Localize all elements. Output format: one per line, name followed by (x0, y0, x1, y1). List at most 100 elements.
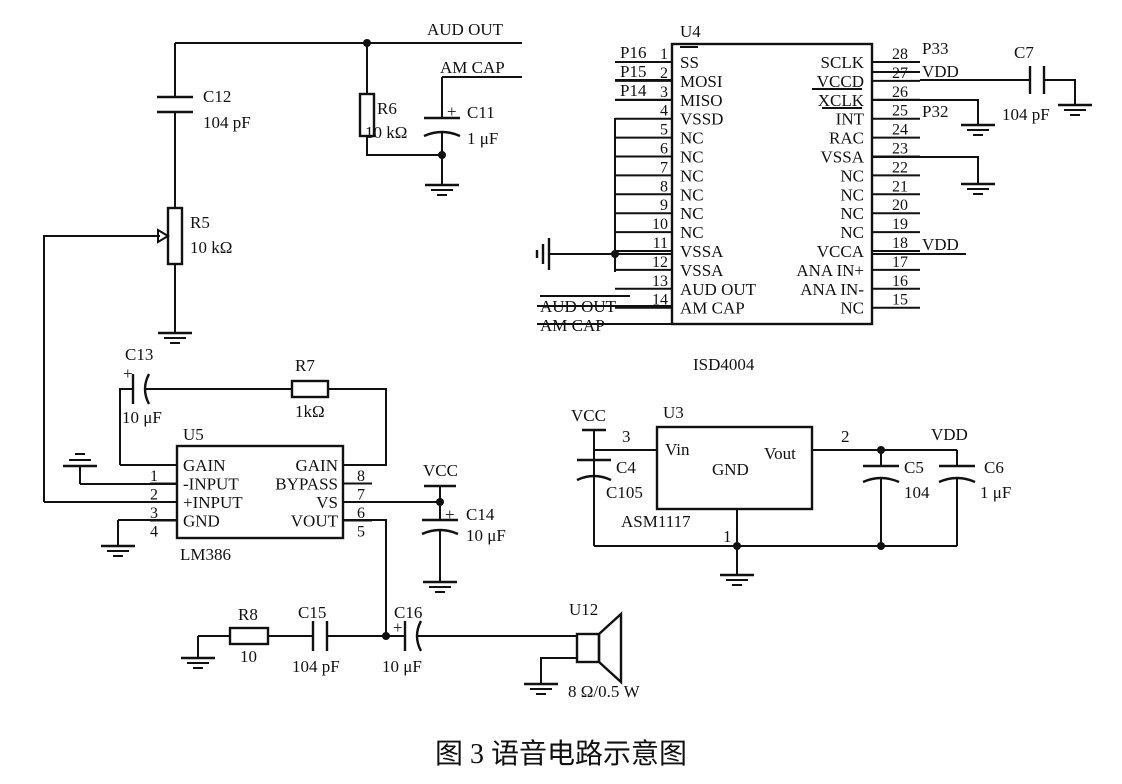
r5-value: 10 kΩ (190, 238, 232, 257)
u4-pin-name: VSSD (680, 110, 723, 129)
junction-dot (436, 498, 444, 506)
c5-value: 104 (904, 483, 930, 502)
u4-pin-number: 1 (660, 46, 668, 63)
junction-dot (877, 446, 885, 454)
r8-resistor (228, 626, 270, 646)
lm386-chip (44, 373, 623, 696)
u4-pin-name: ANA IN+ (796, 261, 864, 280)
u4-pin-name: SS (680, 53, 699, 72)
c13-ref: C13 (125, 345, 153, 364)
c5-ref: C5 (904, 458, 924, 477)
c16-ref: C16 (394, 603, 422, 622)
net-label-aud-out: AUD OUT (427, 20, 504, 39)
u3-part: ASM1117 (621, 512, 691, 531)
ground-symbol (959, 113, 997, 137)
u4-pin-name: NC (680, 185, 704, 204)
r7-resistor (290, 379, 330, 399)
c11-value: 1 μF (467, 129, 498, 148)
r5-ref: R5 (190, 213, 210, 232)
net-label-p16: P16 (620, 43, 646, 62)
u3-ref: U3 (663, 403, 684, 422)
u4-pin-name: RAC (829, 129, 864, 148)
u4-pin-name: NC (680, 148, 704, 167)
u4-pin-name: NC (680, 129, 704, 148)
net-label-p15: P15 (620, 62, 646, 81)
u4-overbars (540, 46, 862, 297)
u4-pin-number: 5 (660, 122, 668, 139)
junction-dot (733, 542, 741, 550)
u5-pin-number: 3 (150, 505, 158, 522)
u5-body (175, 444, 345, 540)
c14-polarity: + (445, 505, 455, 524)
u3-vin-label: Vin (665, 440, 690, 459)
u4-pin-name: NC (840, 223, 864, 242)
u4-part: ISD4004 (693, 355, 755, 374)
figure-caption: 图 3 语音电路示意图 (435, 738, 687, 770)
u5-pin-number: 7 (357, 487, 365, 504)
u4-pin-name: AM CAP (680, 299, 745, 318)
c7-ref: C7 (1014, 43, 1034, 62)
asm1117-regulator (576, 425, 976, 587)
net-label-p14: P14 (620, 81, 647, 100)
c4-ref: C4 (616, 458, 636, 477)
ground-symbol (959, 172, 997, 196)
ground-symbol (99, 534, 137, 558)
r7-value: 1kΩ (295, 402, 325, 421)
u4-pin-name: NC (840, 185, 864, 204)
u4-pin-number: 8 (660, 178, 668, 195)
u4-pin-name: XCLK (818, 91, 865, 110)
u4-pin-name: AUD OUT (680, 280, 757, 299)
u5-pin-name: GND (183, 512, 220, 531)
c12-ref: C12 (203, 87, 231, 106)
u4-pin-number: 11 (653, 235, 668, 252)
u4-pin-number: 15 (892, 292, 908, 309)
u4-pin-number: 13 (652, 273, 668, 290)
u5-pin-name: GAIN (296, 456, 339, 475)
u4-pin-name: NC (840, 299, 864, 318)
net-label-p33: P33 (922, 39, 948, 58)
u5-pin-name: VOUT (291, 512, 339, 531)
speaker-icon (575, 632, 601, 664)
c16-value: 10 μF (382, 657, 422, 676)
u5-part: LM386 (180, 545, 231, 564)
u4-pin-name: VSSA (821, 148, 865, 167)
u5-pin-name: +INPUT (183, 493, 243, 512)
u4-pin-number: 14 (652, 292, 668, 309)
u4-pin-name: NC (680, 204, 704, 223)
net-label-p32: P32 (922, 102, 948, 121)
u4-pin-name: VSSA (680, 261, 724, 280)
u3-gnd-label: GND (712, 460, 749, 479)
u4-pin-number: 23 (892, 141, 908, 158)
u3-pin-out: 2 (841, 427, 850, 446)
u4-pin-name: INT (836, 110, 865, 129)
u4-pin-number: 19 (892, 216, 908, 233)
u3-pin-in: 3 (622, 427, 631, 446)
u4-pin-number: 26 (892, 84, 908, 101)
r8-ref: R8 (238, 605, 258, 624)
speaker-cone (597, 611, 623, 685)
u5-ref: U5 (183, 425, 204, 444)
u4-pin-number: 27 (892, 65, 908, 82)
net-label-vcc-u3: VCC (571, 406, 606, 425)
c6-value: 1 μF (980, 483, 1011, 502)
u4-pin-number: 9 (660, 197, 668, 214)
u4-pin-number: 3 (660, 84, 668, 101)
u4-pin-name: NC (680, 223, 704, 242)
r5-wiper-arrow (157, 228, 170, 244)
u4-pin-number: 6 (660, 141, 668, 158)
isd4004-chip (535, 42, 1094, 326)
u4-pin-number: 17 (892, 254, 908, 271)
u4-pin-name: VSSA (680, 242, 724, 261)
u4-pin-number: 16 (892, 273, 908, 290)
c11-ref: C11 (467, 103, 495, 122)
u5-pin-name: GAIN (183, 456, 226, 475)
junction-dot (363, 39, 371, 47)
c4-value: C105 (606, 483, 643, 502)
c15-value: 104 pF (292, 657, 340, 676)
junction-dot (438, 151, 446, 159)
ground-symbol (421, 570, 459, 594)
u5-pin-name: -INPUT (183, 475, 239, 494)
c15-ref: C15 (298, 603, 326, 622)
u12-ref: U12 (569, 600, 598, 619)
u4-pin-name: ANA IN- (800, 280, 864, 299)
